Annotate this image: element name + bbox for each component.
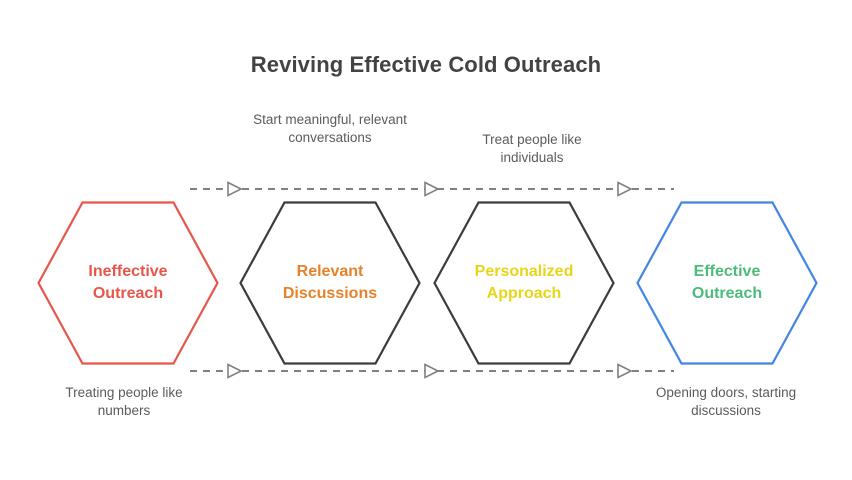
stage-hexagon-ineffective-outreach[interactable]: Ineffective Outreach	[37, 201, 219, 365]
stage-hexagon-relevant-discussions[interactable]: Relevant Discussions	[239, 201, 421, 365]
caption-start-meaningful-conversations: Start meaningful, relevant conversations	[253, 112, 407, 145]
caption-opening-doors-starting-discussions: Opening doors, starting discussions	[655, 385, 797, 418]
page-title: Reviving Effective Cold Outreach	[250, 52, 602, 77]
caption-treating-people-like-numbers: Treating people like numbers	[65, 385, 183, 418]
caption-treat-people-like-individuals: Treat people like individuals	[482, 132, 582, 165]
flow-arrow-bottom	[188, 362, 678, 385]
flow-arrow-top	[188, 180, 678, 203]
stage-hexagon-effective-outreach[interactable]: Effective Outreach	[636, 201, 818, 365]
stage-hexagon-personalized-approach[interactable]: Personalized Approach	[433, 201, 615, 365]
